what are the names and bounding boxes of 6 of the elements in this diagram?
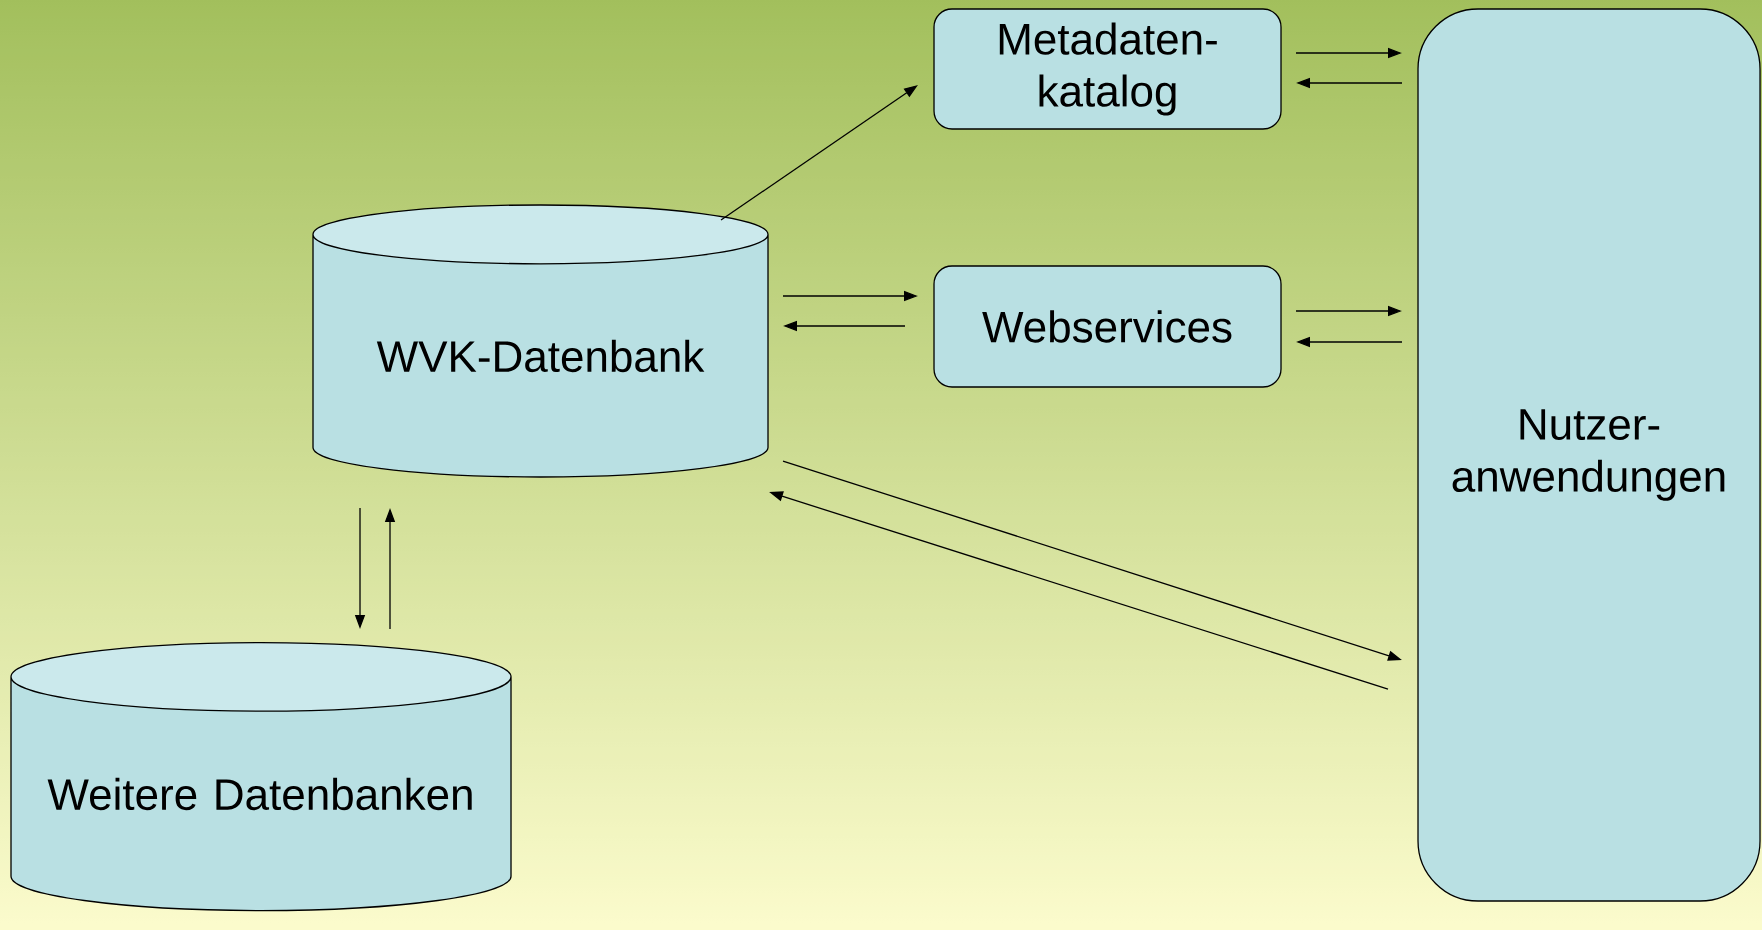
process-box: Nutzer- anwendungen — [1417, 8, 1761, 902]
process-box: Metadaten- katalog — [933, 8, 1282, 130]
process-box: Webservices — [933, 265, 1282, 388]
database-cylinder: Weitere Datenbanken — [10, 641, 512, 912]
database-cylinder: WVK-Datenbank — [312, 204, 769, 478]
arrow — [720, 85, 918, 221]
